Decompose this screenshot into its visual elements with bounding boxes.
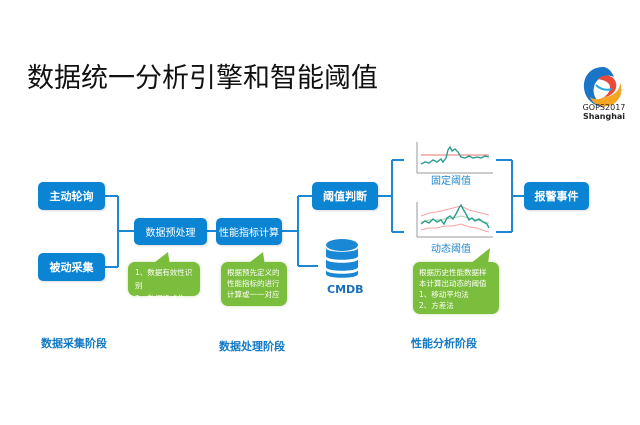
fixed-threshold-chart xyxy=(416,142,493,174)
cmdb-label: CMDB xyxy=(327,283,364,296)
stage-label-collect: 数据采集阶段 xyxy=(41,337,107,350)
bubble-line: 1、数据有效性识别 xyxy=(135,268,193,290)
bubble-line: 根据历史性能数据样 xyxy=(419,268,487,277)
metric-series-line xyxy=(420,145,490,165)
node-passive-collect[interactable]: 被动采集 xyxy=(38,253,105,281)
dynamic-threshold-chart xyxy=(416,202,493,238)
bubble-preprocess: 1、数据有效性识别 2、数据格式化 xyxy=(128,262,200,303)
node-perf-calc[interactable]: 性能指标计算 xyxy=(216,218,282,245)
bubble-line: 2、数据格式化 xyxy=(135,294,185,303)
bubble-dynamic-threshold: 根据历史性能数据样 本计算出动态的阈值 1、移动平均法 2、方差法 xyxy=(413,262,499,314)
database-icon[interactable] xyxy=(324,238,360,280)
node-alarm-event[interactable]: 报警事件 xyxy=(524,182,589,210)
bubble-line: 1、移动平均法 xyxy=(419,290,469,299)
logo-text-city: Shanghai xyxy=(582,112,626,121)
bubble-tail xyxy=(470,248,490,264)
bubble-perf-calc: 根据预先定义的 性能指标的进行 计算或一一对应 xyxy=(221,262,287,306)
gops-logo-icon xyxy=(583,67,622,107)
bubble-line: 性能指标的进行 xyxy=(227,279,280,288)
logo-text-event: GOPS2017 xyxy=(582,103,626,112)
lower-threshold-line xyxy=(420,223,490,233)
fixed-threshold-caption: 固定阈值 xyxy=(431,176,471,187)
bubble-line: 本计算出动态的阈值 xyxy=(419,279,487,288)
node-threshold-judge[interactable]: 阈值判断 xyxy=(312,182,378,210)
stage-label-process: 数据处理阶段 xyxy=(219,340,285,353)
stage-label-analyze: 性能分析阶段 xyxy=(411,337,477,350)
upper-threshold-line xyxy=(420,205,490,217)
node-active-poll[interactable]: 主动轮询 xyxy=(38,182,105,210)
bubble-line: 根据预先定义的 xyxy=(227,268,280,277)
page-title: 数据统一分析引擎和智能阈值 xyxy=(27,63,378,94)
dynamic-threshold-caption: 动态阈值 xyxy=(431,244,471,255)
metric-series-line xyxy=(420,203,490,229)
bubble-line: 2、方差法 xyxy=(419,301,454,310)
node-preprocess[interactable]: 数据预处理 xyxy=(134,218,207,245)
bubble-line: 计算或一一对应 xyxy=(227,290,280,299)
